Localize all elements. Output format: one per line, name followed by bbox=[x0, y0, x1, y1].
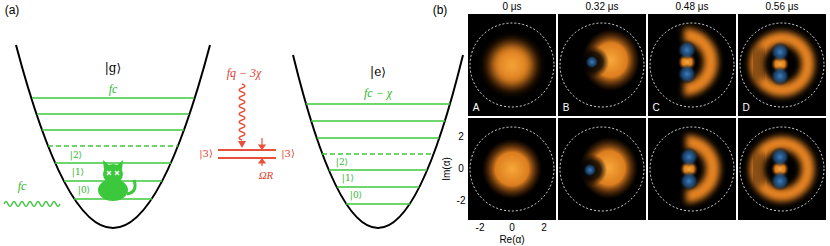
time-label: 0.56 μs bbox=[765, 2, 798, 12]
image-letter: D bbox=[742, 103, 749, 113]
level-label: |2⟩ bbox=[70, 151, 82, 160]
image-letter: B bbox=[563, 103, 570, 113]
level-label: |1⟩ bbox=[72, 168, 84, 177]
tick-label: 0 bbox=[509, 223, 515, 233]
rabi-label: ΩR bbox=[259, 170, 274, 181]
axis-title: Im(α) bbox=[442, 157, 452, 181]
tick-label: 2 bbox=[541, 223, 547, 233]
image-letter: A bbox=[473, 103, 480, 113]
level-label: |1⟩ bbox=[342, 174, 354, 183]
frequency-label: fc − χ bbox=[364, 87, 392, 99]
level-label: |3⟩ bbox=[281, 149, 295, 159]
panel-letter: (b) bbox=[433, 4, 448, 16]
level-label: |0⟩ bbox=[350, 191, 362, 200]
frequency-label: fc bbox=[109, 83, 118, 95]
tick-label: -2 bbox=[476, 223, 485, 233]
frequency-label: fq − 3χ bbox=[227, 67, 262, 79]
image-letter: C bbox=[652, 103, 659, 113]
tick-label: 0 bbox=[458, 164, 464, 174]
frequency-label: fc bbox=[18, 180, 27, 192]
level-label: |0⟩ bbox=[78, 186, 90, 195]
tick-label: -2 bbox=[457, 196, 466, 206]
state-label: |g⟩ bbox=[105, 62, 121, 74]
time-label: 0.48 μs bbox=[675, 2, 708, 12]
time-label: 0.32 μs bbox=[585, 2, 618, 12]
level-label: |2⟩ bbox=[336, 158, 348, 167]
level-label: |3⟩ bbox=[199, 149, 213, 159]
axis-title: Re(α) bbox=[499, 235, 524, 245]
time-label: 0 μs bbox=[502, 2, 521, 12]
panel-letter: (a) bbox=[5, 4, 20, 16]
state-label: |e⟩ bbox=[370, 66, 386, 78]
tick-label: 2 bbox=[458, 132, 464, 142]
